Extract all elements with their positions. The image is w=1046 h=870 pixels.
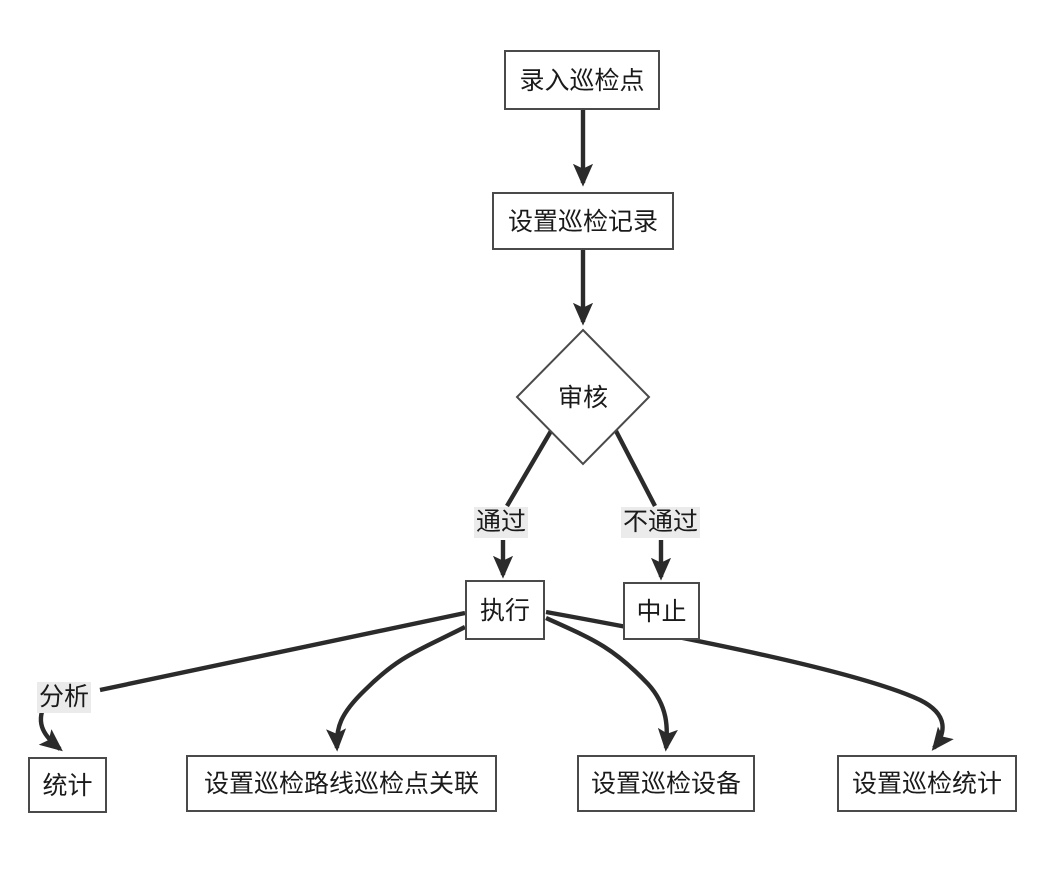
edge-label-pass: 通过 (474, 507, 529, 538)
node-set-inspection-device[interactable]: 设置巡检设备 (577, 755, 755, 812)
edge-n4-n9 (545, 609, 954, 751)
edge-n3-pass-stem (505, 429, 553, 508)
node-label: 录入巡检点 (519, 65, 645, 95)
edge-label-fail: 不通过 (621, 507, 701, 538)
node-set-route-point-association[interactable]: 设置巡检路线巡检点关联 (186, 755, 497, 812)
node-statistics[interactable]: 统计 (28, 757, 107, 813)
node-label: 设置巡检记录 (507, 206, 658, 236)
node-label: 中止 (636, 596, 687, 626)
node-label: 执行 (479, 595, 530, 625)
node-set-inspection-record[interactable]: 设置巡检记录 (492, 192, 674, 250)
diamond-shape (515, 328, 651, 466)
node-label: 审核 (557, 382, 608, 412)
node-set-inspection-statistics[interactable]: 设置巡检统计 (837, 755, 1017, 812)
edge-n4-analysis-stem (99, 610, 466, 693)
edge-n3-fail-stem (614, 429, 657, 508)
node-label: 统计 (42, 770, 93, 800)
node-label: 设置巡检设备 (590, 769, 741, 798)
node-label: 设置巡检统计 (851, 769, 1002, 798)
node-label: 设置巡检路线巡检点关联 (203, 769, 479, 798)
node-entry-inspection-point[interactable]: 录入巡检点 (504, 50, 660, 110)
edge-label-analysis: 分析 (37, 682, 92, 713)
node-review-decision[interactable]: 审核 (515, 328, 651, 466)
node-abort[interactable]: 中止 (623, 582, 700, 640)
edge-n4-n7 (325, 625, 467, 752)
node-execute[interactable]: 执行 (465, 580, 545, 640)
edge-n4-n8 (545, 615, 678, 752)
